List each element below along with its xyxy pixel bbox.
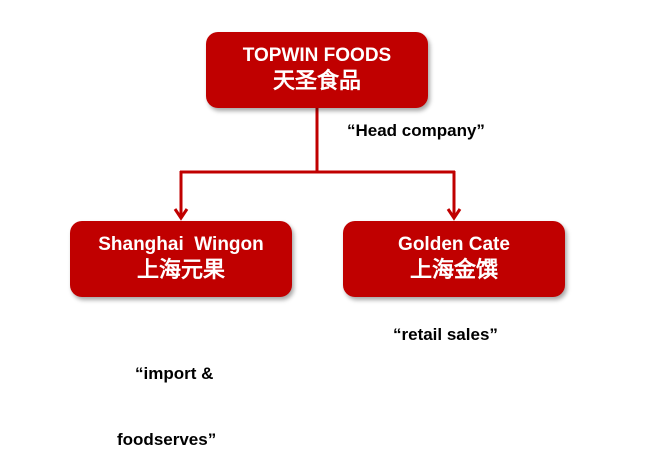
head-company-note: “Head company”	[347, 121, 485, 140]
golden-cate-name-en: Golden Cate	[398, 234, 510, 255]
shanghai-wingon-note-line1: “import &	[135, 364, 214, 383]
golden-cate-box: Golden Cate 上海金馔	[343, 221, 565, 297]
shanghai-wingon-name-en: Shanghai Wingon	[98, 234, 264, 255]
head-company-name-zh: 天圣食品	[272, 69, 361, 94]
right-arrow-head	[446, 208, 462, 221]
shanghai-wingon-name-zh: 上海元果	[136, 258, 225, 283]
head-company-name-en: TOPWIN FOODS	[242, 45, 392, 66]
golden-cate-note: “retail sales”	[393, 325, 498, 344]
shanghai-wingon-box: Shanghai Wingon 上海元果	[70, 221, 292, 297]
golden-cate-name-zh: 上海金馔	[409, 258, 498, 283]
left-arrow-head	[173, 208, 189, 221]
connector-lines	[173, 108, 462, 221]
shanghai-wingon-note: “import & foodserves”	[117, 319, 216, 473]
head-company-box: TOPWIN FOODS 天圣食品	[206, 32, 428, 108]
shanghai-wingon-note-line2: foodserves”	[117, 430, 217, 449]
